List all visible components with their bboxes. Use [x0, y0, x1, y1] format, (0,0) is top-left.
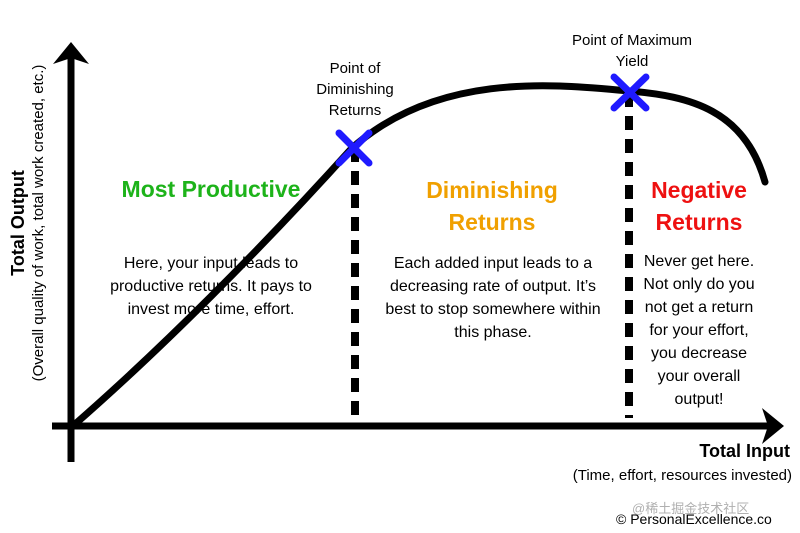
negative-returns-description: Never get here. Not only do you not get … [643, 253, 755, 408]
watermark: @稀土掘金技术社区 [632, 501, 750, 516]
y-axis-arrowhead [53, 42, 89, 64]
most-productive-title: Most Productive [121, 176, 301, 202]
maximum-point-label: Point of Maximum Yield [571, 32, 693, 70]
diminishing-point-label: Point of Diminishing Returns [316, 60, 394, 119]
output-curve [70, 82, 769, 429]
y-axis-title: Total Output [8, 170, 28, 276]
diminishing-returns-title: Diminishing Returns [426, 177, 558, 235]
diminishing-returns-description: Each added input leads to a decreasing r… [385, 255, 601, 341]
most-productive-description: Here, your input leads to productive ret… [110, 255, 312, 318]
maximum-point-x-icon [610, 73, 650, 112]
y-axis-subtitle: (Overall quality of work, total work cre… [30, 64, 47, 382]
negative-returns-title: Negative Returns [651, 177, 747, 235]
diminishing-point-x-icon [335, 129, 373, 167]
x-axis-subtitle: (Time, effort, resources invested) [572, 467, 792, 484]
y-axis-label: Total Output (Overall quality of work, t… [7, 65, 49, 382]
copyright-credit: © PersonalExcellence.co [616, 511, 772, 527]
x-axis-title: Total Input [699, 441, 790, 461]
x-axis-arrowhead [762, 408, 784, 444]
